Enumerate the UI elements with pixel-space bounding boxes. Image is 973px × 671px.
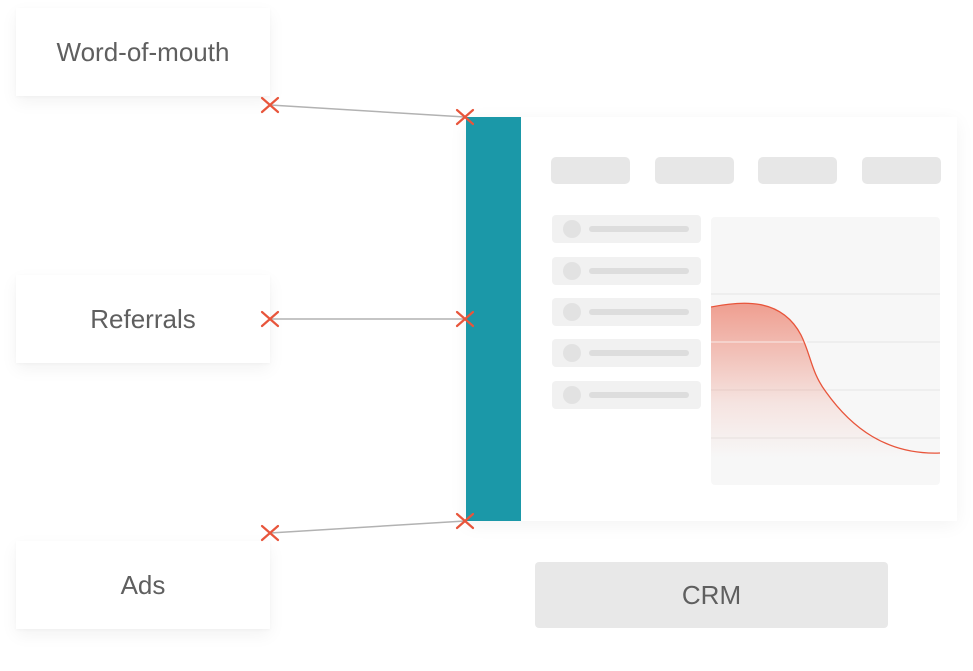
avatar: [563, 220, 581, 238]
source-label: Ads: [120, 569, 166, 600]
text-line-placeholder: [589, 268, 689, 274]
toolbar-tab-placeholder: [655, 157, 734, 184]
x-mark-icon: [455, 310, 475, 328]
avatar: [563, 344, 581, 362]
avatar: [563, 303, 581, 321]
curve-fill: [711, 303, 940, 485]
toolbar-tab-placeholder: [862, 157, 941, 184]
avatar: [563, 262, 581, 280]
source-card-referrals: Referrals: [16, 275, 270, 363]
list-item-placeholder: [552, 339, 701, 367]
source-label: Referrals: [90, 303, 196, 334]
avatar: [563, 386, 581, 404]
crm-label-box: CRM: [535, 562, 888, 628]
crm-sidebar-bar: [466, 117, 521, 521]
toolbar-tab-placeholder: [551, 157, 630, 184]
connector-line: [269, 104, 466, 118]
crm-app-panel: [466, 117, 957, 521]
list-item-placeholder: [552, 257, 701, 285]
text-line-placeholder: [589, 350, 689, 356]
toolbar-tab-placeholder: [758, 157, 837, 184]
connector-line: [269, 520, 466, 534]
list-item-placeholder: [552, 381, 701, 409]
text-line-placeholder: [589, 226, 689, 232]
x-mark-icon: [260, 96, 280, 114]
chart-placeholder-svg: [710, 293, 941, 485]
list-item-placeholder: [552, 215, 701, 243]
list-item-placeholder: [552, 298, 701, 326]
source-label: Word-of-mouth: [56, 36, 230, 67]
source-card-word-of-mouth: Word-of-mouth: [16, 8, 270, 96]
chart-placeholder: [710, 217, 941, 485]
x-mark-icon: [260, 310, 280, 328]
crm-label: CRM: [681, 579, 742, 610]
x-mark-icon: [260, 524, 280, 542]
text-line-placeholder: [589, 392, 689, 398]
x-mark-icon: [455, 108, 475, 126]
text-line-placeholder: [589, 309, 689, 315]
source-card-ads: Ads: [16, 541, 270, 629]
x-mark-icon: [455, 512, 475, 530]
curve-line: [710, 302, 941, 454]
